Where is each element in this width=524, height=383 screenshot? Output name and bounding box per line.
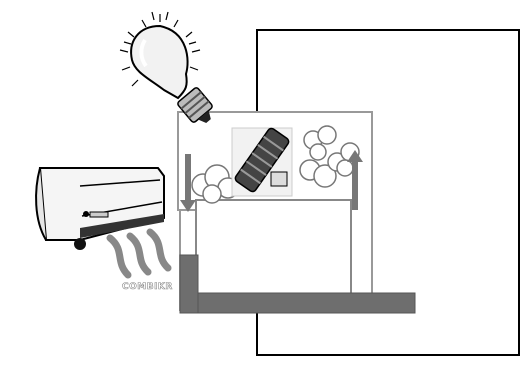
return-pipe bbox=[179, 254, 416, 314]
watermark-text: COMBIKR bbox=[122, 282, 173, 293]
turbine-generator-icon bbox=[231, 127, 293, 197]
air-flow-lines bbox=[106, 228, 172, 279]
air-conditioner-icon bbox=[35, 167, 165, 250]
steam-cloud-icon bbox=[299, 125, 360, 188]
arrow-icon bbox=[180, 154, 196, 212]
light-bulb-icon bbox=[119, 11, 213, 124]
arrow-icon bbox=[347, 150, 363, 210]
